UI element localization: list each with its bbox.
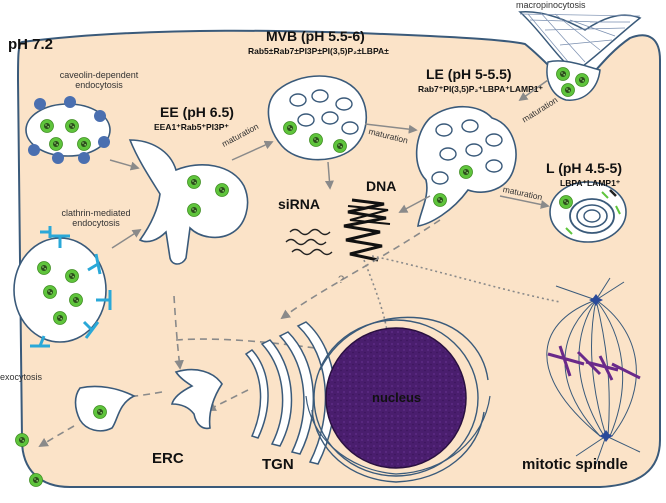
actin-mesh-icon xyxy=(519,11,641,71)
arrow-ee-to-mvb xyxy=(231,140,274,161)
lysosome-title: L (pH 4.5-5) xyxy=(546,160,622,176)
lysosome-markers: LBPA⁺LAMP1⁺ xyxy=(560,178,621,188)
exocytosis-label: exocytosis xyxy=(0,372,43,382)
clathrin-icon xyxy=(30,226,112,348)
macropinocytosis-label: macropinocytosis xyxy=(516,0,586,10)
macropinocytosis-cup xyxy=(518,11,642,73)
le-to-tgn-path xyxy=(280,219,441,320)
sirna-icon xyxy=(285,228,333,256)
le-title: LE (pH 5-5.5) xyxy=(426,66,512,82)
mvb-title: MVB (pH 5.5-6) xyxy=(266,28,365,44)
sirna-label: siRNA xyxy=(278,196,321,212)
nucleus xyxy=(305,316,491,483)
spindle-pole-icon xyxy=(589,294,613,442)
arrow-macropinosome-to-le xyxy=(518,79,549,102)
arrow-clathrin-to-ee xyxy=(111,229,142,249)
caveolin-endocytosis-label: caveolin-dependent endocytosis xyxy=(59,70,139,90)
late-endosome xyxy=(415,106,517,227)
exocytic-vesicle xyxy=(74,385,136,432)
dna-label: DNA xyxy=(366,178,397,194)
dna-to-spindle-path xyxy=(371,255,561,303)
extracellular-ph-label: pH 7.2 xyxy=(8,36,54,53)
mitotic-spindle xyxy=(546,277,641,465)
early-endosome xyxy=(128,139,249,265)
caveolin-icon xyxy=(28,96,110,164)
arrow-mvb-to-sirna xyxy=(324,161,334,190)
arrow-le-to-lysosome xyxy=(499,195,550,209)
endocytic-recycling-compartment xyxy=(170,368,223,430)
clathrin-vesicle xyxy=(13,226,112,348)
chromosome-icon xyxy=(547,345,641,381)
released-cargo xyxy=(15,433,29,447)
arrow-mvb-to-le xyxy=(364,123,418,134)
recycling-path xyxy=(175,338,331,351)
exocytosis-path xyxy=(38,425,75,447)
tgn-label: TGN xyxy=(262,456,294,473)
erc-label: ERC xyxy=(152,450,184,467)
ee-title: EE (pH 6.5) xyxy=(160,104,234,120)
caveolin-vesicle xyxy=(25,96,111,164)
ee-markers: EEA1⁺Rab5⁺PI3P⁺ xyxy=(154,122,229,132)
macropinosome xyxy=(546,60,601,101)
lysosome xyxy=(549,181,627,243)
arrow-le-to-dna xyxy=(398,195,431,213)
dna-icon xyxy=(343,198,391,262)
ee-to-erc-path xyxy=(173,295,184,370)
multivesicular-body xyxy=(267,75,367,161)
clathrin-endocytosis-label: clathrin-mediated endocytosis xyxy=(61,208,131,228)
released-cargo xyxy=(29,473,43,487)
nucleus-label: nucleus xyxy=(372,390,422,405)
le-markers: Rab7⁺PI(3,5)P₂⁺LBPA⁺LAMP1⁺ xyxy=(418,84,544,94)
mvb-markers: Rab5±Rab7±PI3P±PI(3,5)P₂±LBPA± xyxy=(248,46,389,56)
unknown-pathway-label: ? xyxy=(338,274,345,286)
mitotic-spindle-label: mitotic spindle xyxy=(522,456,628,473)
arrow-caveolin-to-ee xyxy=(109,159,140,171)
